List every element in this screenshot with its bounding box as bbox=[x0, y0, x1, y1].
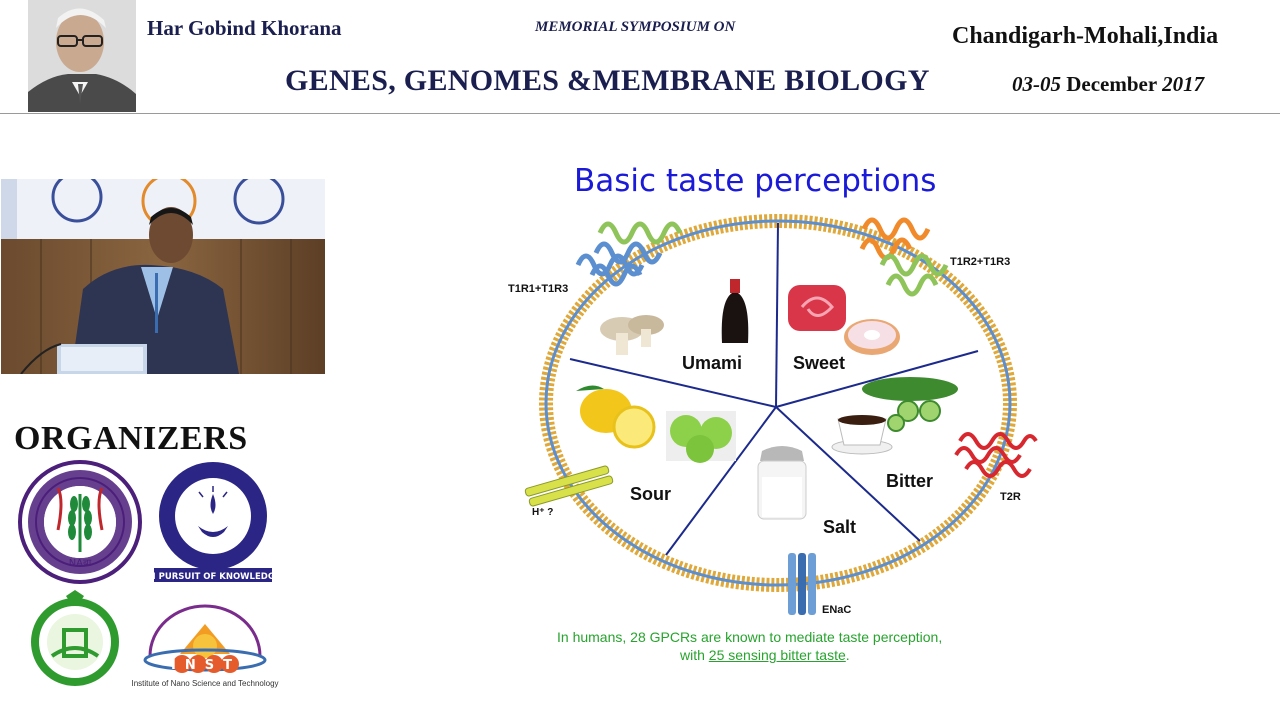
receptor-label-t1r2-t1r3: T1R2+T1R3 bbox=[950, 256, 1010, 268]
coffee-cup-icon bbox=[831, 415, 893, 455]
enac-channel-icon bbox=[788, 553, 816, 615]
caption-line-2-suffix: . bbox=[845, 647, 850, 663]
caption-line-2-prefix: with bbox=[680, 647, 709, 663]
mushrooms-icon bbox=[600, 315, 664, 355]
caption-line-1: In humans, 28 GPCRs are known to mediate… bbox=[557, 629, 943, 645]
t2r-receptor-icon bbox=[954, 432, 1038, 478]
taste-diagram: Umami Sweet Bitter Salt Sour T1R1+T1R3 T… bbox=[500, 205, 1060, 625]
nabi-logo-icon: NAबा bbox=[14, 460, 146, 584]
taste-label-umami: Umami bbox=[682, 353, 742, 373]
symposium-label: MEMORIAL SYMPOSIUM ON bbox=[535, 19, 736, 35]
taste-label-sour: Sour bbox=[630, 484, 671, 504]
header-divider bbox=[0, 113, 1280, 114]
nabi-logo-short: NAबा bbox=[69, 558, 92, 569]
speaker-portrait bbox=[28, 0, 136, 112]
iiser-motto: IN PURSUIT OF KNOWLEDGE bbox=[154, 572, 272, 582]
caption-link-text: 25 sensing bitter taste bbox=[708, 647, 846, 663]
inst-logo-icon: INST Institute of Nano Science and Techn… bbox=[130, 596, 280, 692]
h-channel-icon bbox=[524, 465, 614, 507]
t1r2-t1r3-receptor-icon bbox=[859, 217, 949, 297]
salt-shaker-icon bbox=[757, 446, 807, 520]
cell-membrane bbox=[539, 214, 1017, 592]
receptor-label-h: H⁺ ? bbox=[532, 507, 553, 518]
green-apples-icon bbox=[666, 411, 736, 463]
lemon-icon bbox=[576, 385, 656, 449]
t1r1-t1r3-receptor-icon bbox=[575, 221, 683, 287]
receptor-label-enac: ENaC bbox=[822, 604, 851, 616]
symposium-theme: GENES, GENOMES &MEMBRANE BIOLOGY bbox=[285, 64, 930, 97]
receptor-label-t1r1-t1r3: T1R1+T1R3 bbox=[508, 283, 568, 295]
organizers-heading: ORGANIZERS bbox=[14, 420, 248, 457]
inst-logo-text: Institute of Nano Science and Technology bbox=[131, 679, 278, 688]
event-location: Chandigarh-Mohali,India bbox=[952, 23, 1219, 49]
dates-month: December bbox=[1061, 72, 1163, 96]
donut-icon bbox=[844, 319, 900, 355]
bitter-gourd-icon bbox=[862, 377, 958, 432]
sector-lines bbox=[569, 222, 979, 556]
pscst-logo-icon bbox=[30, 590, 120, 690]
speaker-video bbox=[1, 179, 325, 374]
inst-logo-short: INST bbox=[171, 658, 241, 673]
event-dates: 03-05 December 2017 bbox=[1012, 72, 1204, 97]
taste-label-salt: Salt bbox=[823, 517, 856, 537]
slide-title: Basic taste perceptions bbox=[574, 163, 937, 199]
soy-sauce-icon bbox=[721, 279, 749, 343]
iiser-logo-icon: IN PURSUIT OF KNOWLEDGE bbox=[145, 460, 281, 584]
candy-icon bbox=[788, 285, 846, 331]
taste-label-bitter: Bitter bbox=[886, 471, 933, 491]
dates-year: 2017 bbox=[1162, 72, 1205, 96]
caption-line-2: with 25 sensing bitter taste. bbox=[680, 647, 850, 663]
taste-label-sweet: Sweet bbox=[793, 353, 845, 373]
honoree-name: Har Gobind Khorana bbox=[147, 16, 342, 40]
dates-prefix: 03-05 bbox=[1012, 72, 1061, 96]
receptor-label-t2r: T2R bbox=[1000, 491, 1021, 503]
